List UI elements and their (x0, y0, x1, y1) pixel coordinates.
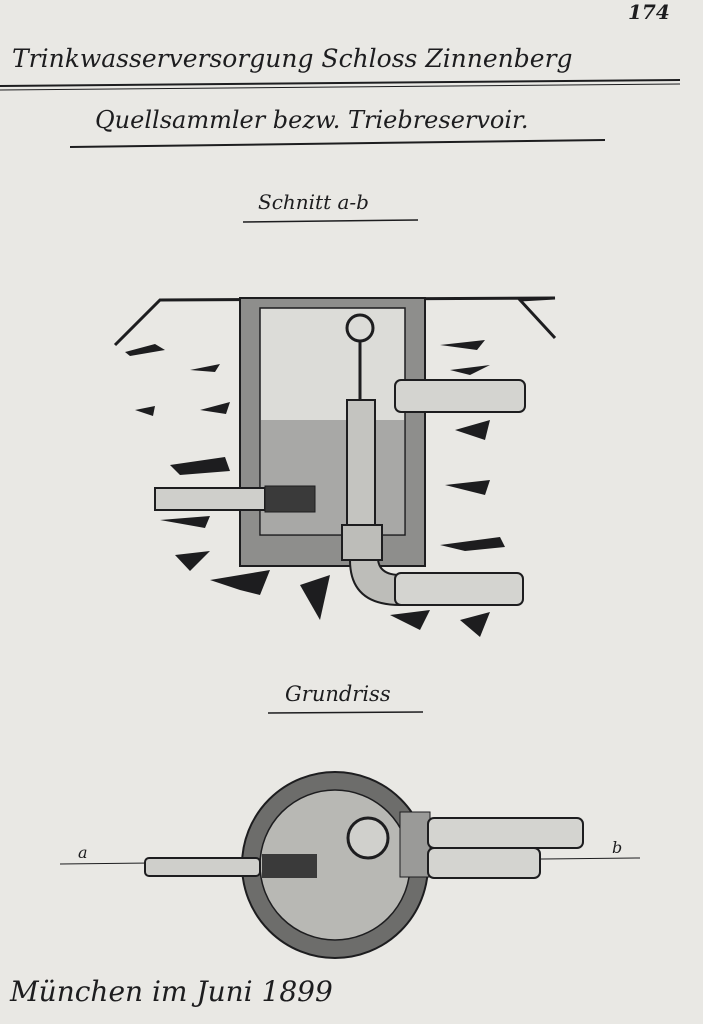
section-view (113, 296, 557, 637)
signature-date: München im Juni 1899 (10, 975, 333, 1008)
overflow-pipe (154, 487, 266, 511)
drawing-subtitle: Quellsammler bezw. Triebreservoir. (95, 106, 529, 134)
subtitle-underline (69, 139, 606, 148)
water-level (261, 420, 404, 534)
standpipe (346, 399, 376, 531)
ground-line (113, 296, 557, 347)
soil-hatching (125, 340, 505, 637)
point-b-label: b (612, 838, 623, 857)
section-label-underline (242, 219, 419, 223)
title-underline (0, 79, 681, 87)
plan-view (59, 771, 641, 959)
page-number: 174 (628, 0, 670, 24)
pipe-coupling (341, 524, 383, 561)
pipe-flange-plan (399, 811, 431, 878)
overflow-pipe-plan (144, 857, 261, 877)
strainer-plan (262, 854, 317, 878)
strainer (264, 485, 316, 513)
inlet-pipe (394, 379, 526, 413)
plan-label: Grundriss (285, 682, 391, 706)
outlet-pipe-plan (427, 847, 541, 879)
title-underline-thin (0, 83, 681, 91)
inlet-pipe-plan (427, 817, 584, 849)
section-label: Schnitt a-b (258, 190, 369, 214)
standpipe-plan (346, 816, 390, 860)
outlet-pipe (394, 572, 524, 606)
plan-label-underline (267, 711, 424, 714)
drawing-title: Trinkwasserversorgung Schloss Zinnenberg (12, 44, 573, 73)
point-a-label: a (78, 843, 88, 862)
